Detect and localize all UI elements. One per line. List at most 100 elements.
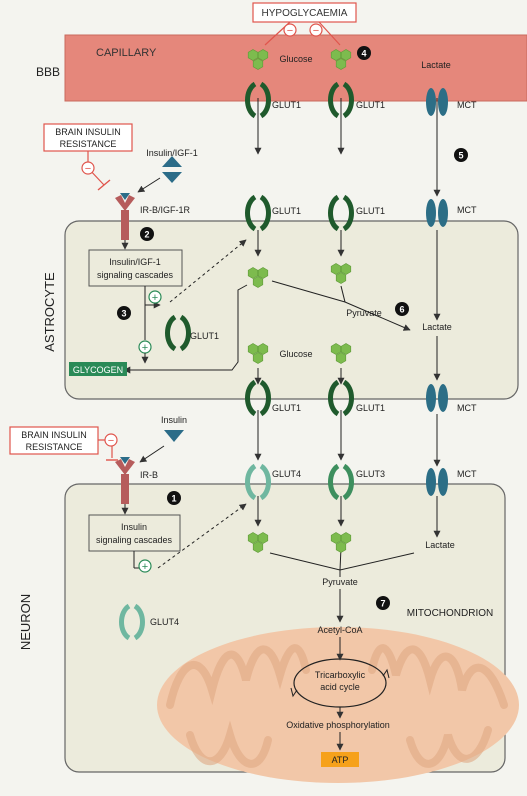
mitochondrion <box>157 627 519 783</box>
capillary-band <box>64 34 527 102</box>
transporters-layer <box>119 81 448 641</box>
lactate-astro-label: Lactate <box>422 322 452 332</box>
insulin-ligand <box>164 430 184 442</box>
glucose-astro-label: Glucose <box>279 349 312 359</box>
arrow-glucose-glycogen <box>123 284 248 374</box>
step-badge-1: 1 <box>167 491 181 505</box>
plus-badge-neuron-glut: + <box>138 559 152 573</box>
mct-label-neuron: MCT <box>457 469 477 479</box>
mct-capillary <box>426 88 448 116</box>
svg-text:5: 5 <box>458 151 463 161</box>
igf-cascades-line2: signaling cascades <box>97 270 174 280</box>
mct-label-astro-bottom: MCT <box>457 403 477 413</box>
glut4-neuron <box>245 463 271 501</box>
step-badge-3: 3 <box>117 306 131 320</box>
hypo-inhibit-line-2 <box>318 21 341 46</box>
glut4-neuron-internal <box>119 603 145 641</box>
glut3-neuron <box>328 463 354 501</box>
glucose-layer <box>247 49 352 553</box>
svg-text:3: 3 <box>121 309 126 319</box>
brain-insulin-resistance-box-2 <box>9 426 99 455</box>
igf-cascades-line1: Insulin/IGF-1 <box>109 257 161 267</box>
atp-box <box>321 752 359 767</box>
bir1-line2: RESISTANCE <box>60 139 117 149</box>
ligand-binding-arrow-1 <box>137 177 161 193</box>
svg-text:+: + <box>142 342 148 354</box>
hypoglycaemia-label: HYPOGLYCAEMIA <box>262 8 348 19</box>
svg-text:+: + <box>142 561 148 573</box>
ir-b-igf-1r-label: IR-B/IGF-1R <box>140 205 191 215</box>
svg-text:1: 1 <box>171 494 176 504</box>
receptor-ir-b-igf-1r <box>115 193 135 240</box>
svg-text:−: − <box>313 25 319 37</box>
svg-text:7: 7 <box>380 599 385 609</box>
brain-insulin-resistance-box-1 <box>43 123 133 152</box>
glut1-label-astro-top-right: GLUT1 <box>356 206 385 216</box>
glucose-astro-left <box>247 267 269 288</box>
mct-astro-top <box>426 199 448 227</box>
glut1-capillary-left <box>245 81 271 119</box>
atp-label: ATP <box>332 755 349 765</box>
glut1-astro-bottom-right <box>328 379 354 417</box>
ligand-binding-arrow-2 <box>139 445 165 463</box>
astro-glycolysis-join <box>340 285 346 303</box>
glut1-label-astro-internal: GLUT1 <box>190 331 219 341</box>
bir2-minus-badge: − <box>104 433 118 447</box>
insulin-label: Insulin <box>161 415 187 425</box>
glucose-cap-left <box>247 49 269 70</box>
glut4-label-neuron: GLUT4 <box>272 469 301 479</box>
step-badges-layer: 1 2 3 4 5 6 7 <box>117 46 468 610</box>
plus-badge-glycogen: + <box>138 340 152 354</box>
lactate-cap-label: Lactate <box>421 60 451 70</box>
ir-b-label: IR-B <box>140 470 158 480</box>
glucose-neuron-right <box>330 532 352 553</box>
bir1-minus-badge: − <box>81 161 95 175</box>
glucose-neuron-left <box>247 532 269 553</box>
pyruvate-astro-label: Pyruvate <box>346 308 382 318</box>
svg-text:−: − <box>85 163 91 175</box>
glut1-astro-top-left <box>245 194 271 232</box>
bbb-label: BBB <box>36 65 60 79</box>
glut4-label-neuron-internal: GLUT4 <box>150 617 179 627</box>
plus-badge-astro-glut: + <box>148 290 162 304</box>
step-badge-7: 7 <box>376 596 390 610</box>
bir2-line1: BRAIN INSULIN <box>21 430 87 440</box>
oxphos-label: Oxidative phosphorylation <box>286 720 390 730</box>
mct-label-cap: MCT <box>457 100 477 110</box>
glucose-astro-bottom-left <box>247 343 269 364</box>
bir1-inhibit-bar <box>97 179 111 191</box>
astrocyte-label: ASTROCYTE <box>42 272 57 352</box>
receptor-ir-b <box>115 457 135 504</box>
glucose-cap-label: Glucose <box>279 54 312 64</box>
insulin-cascades-box <box>88 514 181 552</box>
glut1-astro-bottom-left <box>245 379 271 417</box>
glycogen-label: GLYCOGEN <box>73 365 123 375</box>
tca-arrowhead-1 <box>382 668 390 679</box>
svg-text:−: − <box>287 25 293 37</box>
hypo-minus-badge-2: − <box>309 23 323 37</box>
lactate-neuron-label: Lactate <box>425 540 455 550</box>
glucose-astro-right <box>330 263 352 284</box>
insulin-igf1-label: Insulin/IGF-1 <box>146 148 198 158</box>
step-badge-6: 6 <box>395 302 409 316</box>
glut1-label-astro-top-left: GLUT1 <box>272 206 301 216</box>
bir1-line1: BRAIN INSULIN <box>55 127 121 137</box>
step-badge-5: 5 <box>454 148 468 162</box>
insulin-cascades-line1: Insulin <box>121 522 147 532</box>
mct-label-astro-top: MCT <box>457 205 477 215</box>
capillary-label: CAPILLARY <box>96 47 157 59</box>
tca-arrowhead-2 <box>290 687 298 698</box>
glut1-capillary-right <box>328 81 354 119</box>
dashed-translocation-astro <box>169 239 247 303</box>
hypoglycaemia-box <box>252 2 357 23</box>
igf-cascades-box <box>88 249 183 287</box>
svg-text:+: + <box>152 292 158 304</box>
glucose-astro-bottom-right <box>330 343 352 364</box>
mitochondrion-label: MITOCHONDRION <box>407 608 493 619</box>
tca-label-line1: Tricarboxylic <box>315 670 366 680</box>
pyruvate-neuron-label: Pyruvate <box>322 577 358 587</box>
svg-text:4: 4 <box>361 49 366 59</box>
acetyl-coa-label: Acetyl-CoA <box>317 625 362 635</box>
step-badge-2: 2 <box>140 227 154 241</box>
glut1-label-cap-right: GLUT1 <box>356 100 385 110</box>
